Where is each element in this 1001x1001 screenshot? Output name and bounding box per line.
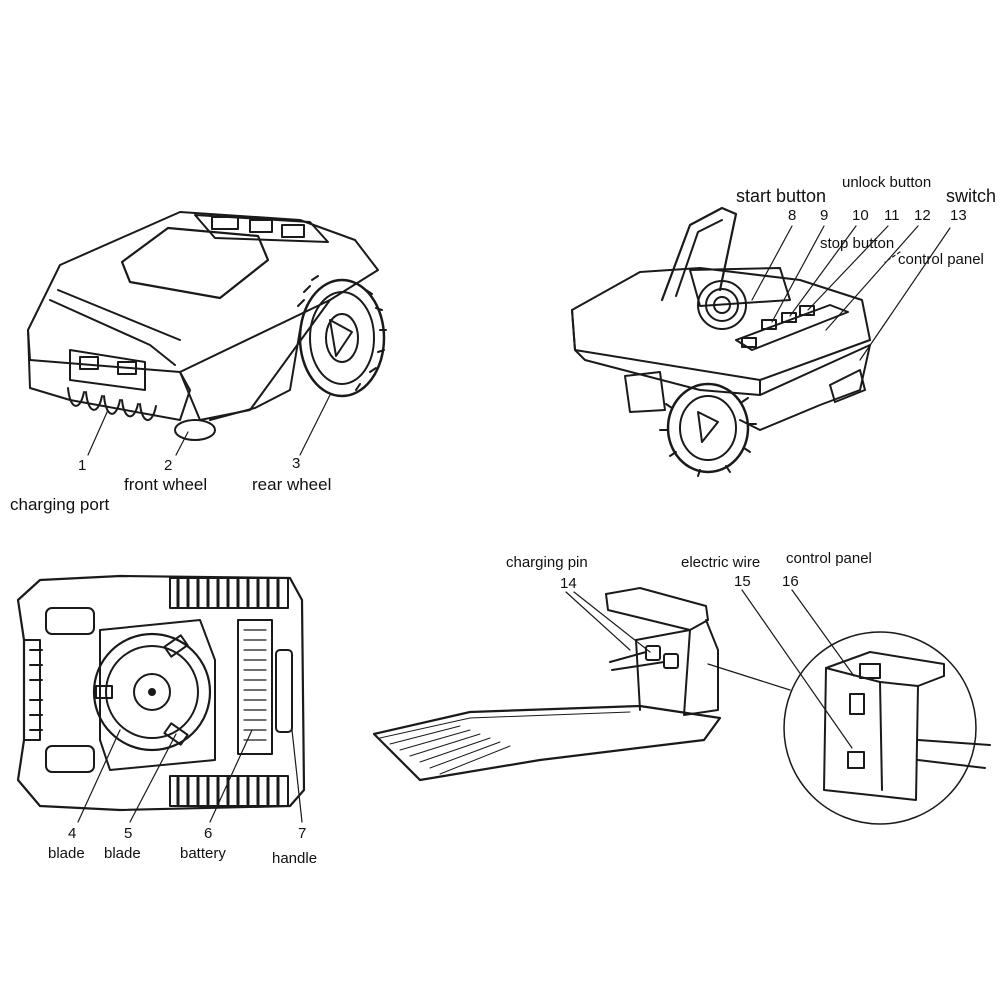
label-charging-pin: charging pin (506, 554, 588, 571)
label-control-panel-station: control panel (786, 550, 872, 567)
callout-number-9: 9 (820, 207, 829, 224)
label-start-button: start button (736, 186, 827, 206)
label-rear-wheel: rear wheel (252, 475, 332, 494)
callout-number-15: 15 (734, 573, 751, 590)
callout-number-6: 6 (204, 825, 213, 842)
label-handle: handle (272, 850, 318, 867)
label-control-panel-top: control panel (898, 251, 984, 268)
label-blade-5: blade (104, 845, 141, 862)
callout-number-8: 8 (788, 207, 797, 224)
callout-number-10: 10 (852, 207, 869, 224)
label-switch: switch (946, 186, 997, 206)
callout-number-11: 11 (884, 207, 900, 224)
label-charging-port: charging port (10, 495, 110, 514)
label-battery: battery (180, 845, 226, 862)
label-electric-wire: electric wire (681, 554, 761, 571)
callout-number-5: 5 (124, 825, 133, 842)
callout-number-2: 2 (164, 457, 173, 474)
label-blade-4: blade (48, 845, 85, 862)
mower-bottom-view (16, 574, 306, 823)
callout-number-13: 13 (950, 207, 967, 224)
charging-station-view (372, 587, 991, 825)
callout-number-4: 4 (68, 825, 77, 842)
label-stop-button: stop button (820, 235, 895, 252)
callout-number-1: 1 (78, 457, 87, 474)
mower-front-view (27, 211, 387, 456)
mower-rear-view (571, 206, 951, 477)
callout-number-12: 12 (914, 207, 931, 224)
callout-number-16: 16 (782, 573, 799, 590)
callout-number-14: 14 (560, 575, 577, 592)
label-unlock-button: unlock button (842, 174, 932, 191)
label-front-wheel: front wheel (124, 475, 208, 494)
callout-number-3: 3 (292, 455, 301, 472)
callout-number-7: 7 (298, 825, 307, 842)
